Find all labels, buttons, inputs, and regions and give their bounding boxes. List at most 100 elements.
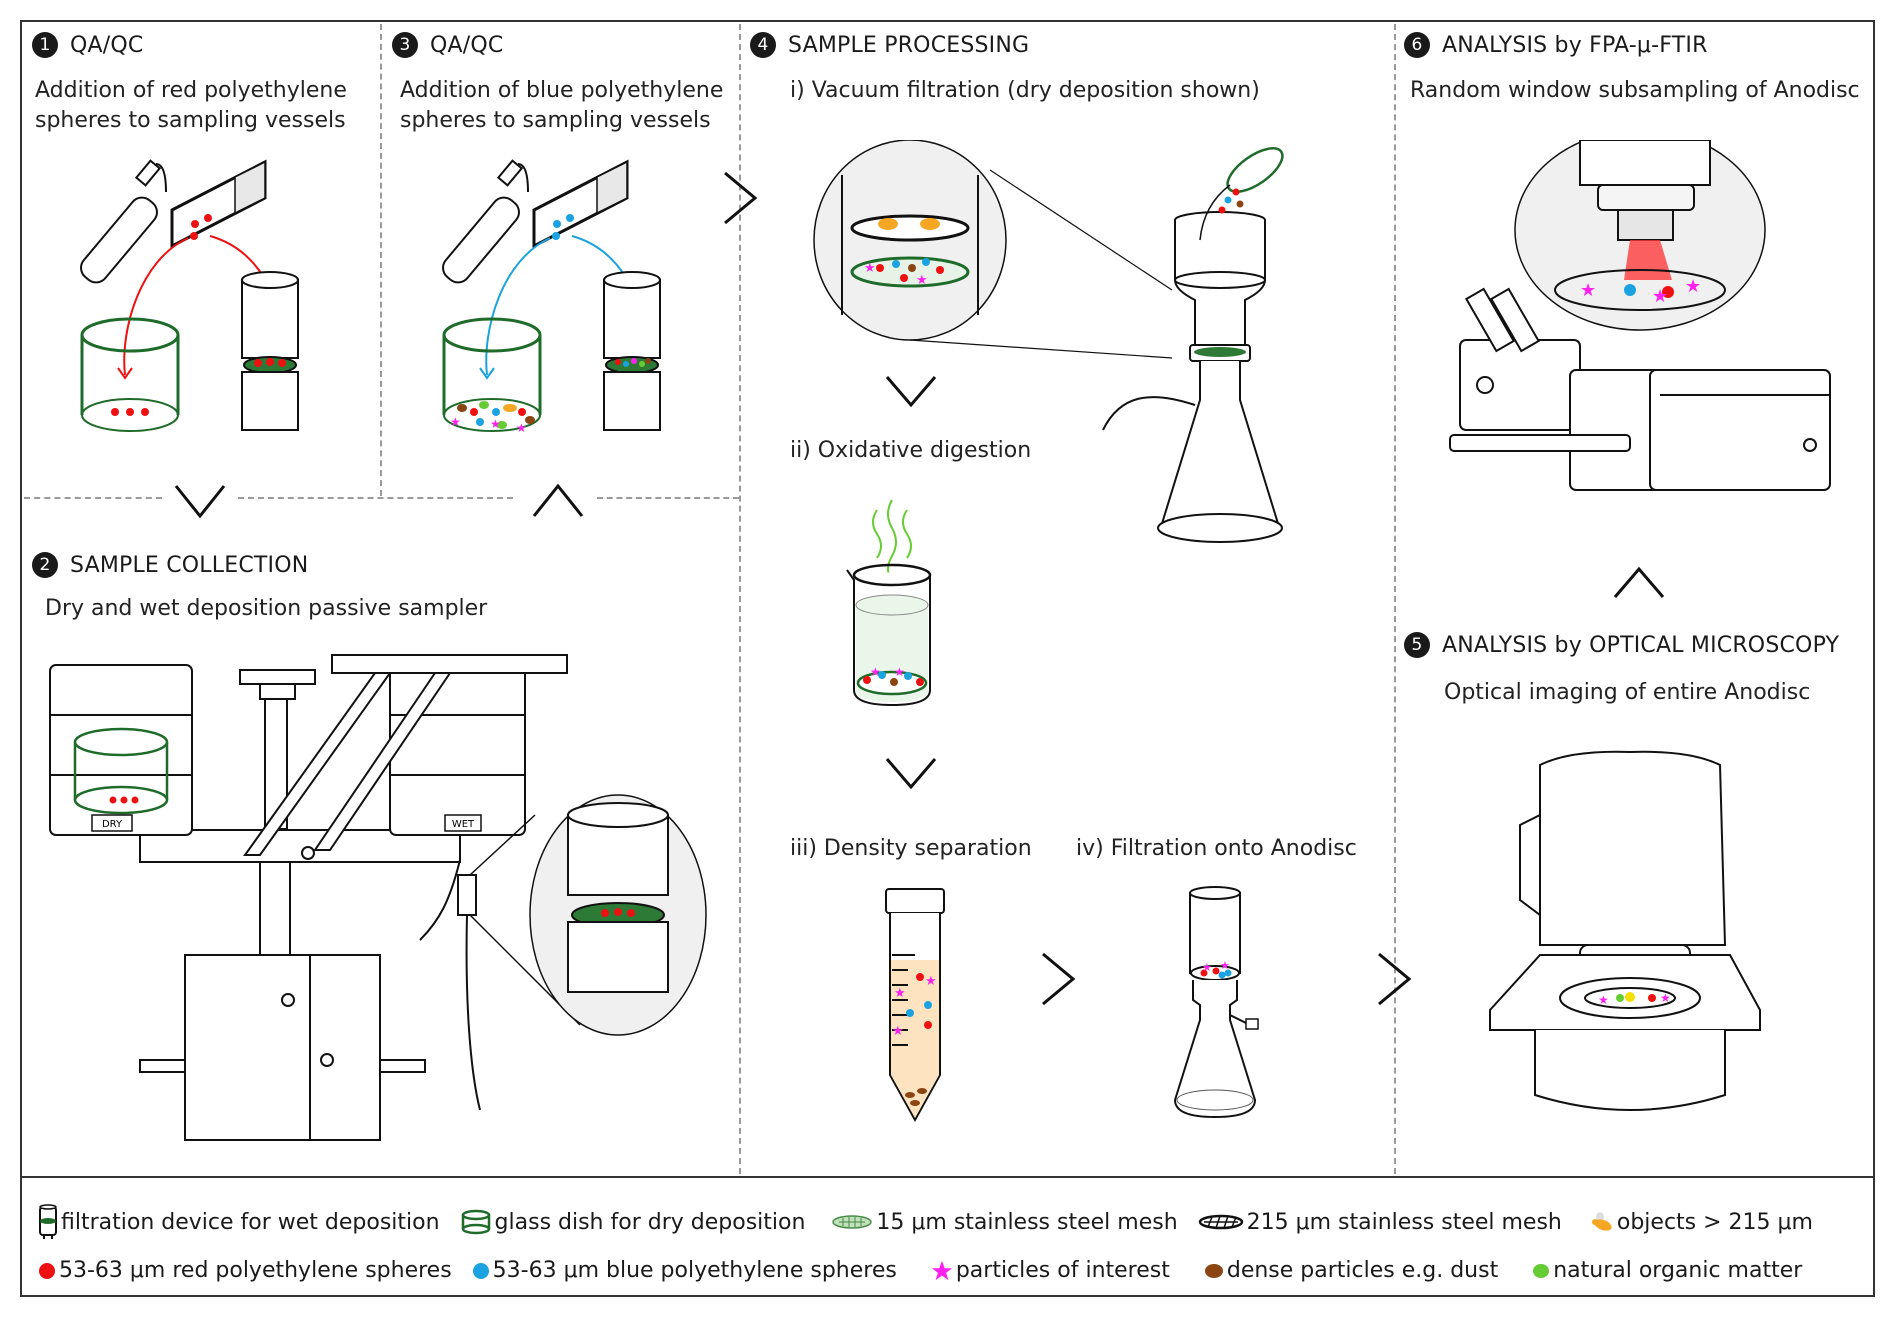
glass-dish-icon: [80, 317, 180, 432]
glass-dish-icon: [461, 1209, 490, 1235]
panel-3-title: QA/QC: [430, 32, 504, 58]
legend-row-2: 53-63 μm red polyethylene spheres 53-63 …: [38, 1258, 1822, 1283]
arrow-down-icon: [174, 485, 226, 519]
step-vacuum-filtration: i) Vacuum filtration (dry deposition sho…: [790, 78, 1260, 103]
panel-4-title: SAMPLE PROCESSING: [788, 32, 1030, 58]
divider-top-bottom-left-a: [24, 497, 162, 499]
step-oxidative-digestion: ii) Oxidative digestion: [790, 438, 1032, 463]
step-number-badge: 1: [32, 32, 58, 58]
lid-strut: [243, 672, 392, 856]
legend-label: 53-63 μm red polyethylene spheres: [59, 1258, 452, 1283]
svg-text:★: ★: [1580, 280, 1596, 301]
divider-p1-p3: [380, 24, 382, 496]
legend-item: 215 μm stainless steel mesh: [1198, 1210, 1562, 1235]
svg-text:★: ★: [925, 974, 937, 989]
blue-sphere-icon: [472, 1262, 489, 1279]
subtitle-line: spheres to sampling vessels: [35, 108, 346, 133]
legend-label: glass dish for dry deposition: [494, 1209, 806, 1235]
legend-label: 53-63 μm blue polyethylene spheres: [492, 1258, 897, 1283]
svg-text:★: ★: [1220, 959, 1230, 972]
legend-label: 215 μm stainless steel mesh: [1246, 1209, 1562, 1235]
panel-6-header: 6 ANALYSIS by FPA-μ-FTIR: [1404, 32, 1708, 58]
wet-label: WET: [452, 819, 475, 830]
legend-label: objects > 215 μm: [1616, 1209, 1813, 1235]
svg-text:★: ★: [1202, 961, 1212, 974]
panel-2-subtitle: Dry and wet deposition passive sampler: [45, 596, 488, 621]
vacuum-filtration-illustration: ★★: [813, 140, 1284, 543]
wet-bucket: [389, 664, 526, 836]
legend-item: 53-63 μm red polyethylene spheres: [38, 1258, 452, 1283]
star-icon: [931, 1260, 952, 1280]
arrow-right-icon: [1042, 952, 1076, 1006]
svg-text:★: ★: [1652, 286, 1668, 307]
divider-p3-p4: [739, 24, 741, 1174]
panel-1-title: QA/QC: [70, 32, 144, 58]
legend-item: dense particles e.g. dust: [1204, 1258, 1498, 1283]
step-filtration-anodisc: iv) Filtration onto Anodisc: [1076, 836, 1357, 861]
svg-text:★: ★: [516, 421, 527, 435]
divider-top-bottom-left-c: [597, 497, 739, 499]
panel-6-subtitle: Random window subsampling of Anodisc: [1410, 78, 1860, 103]
panel-2-header: 2 SAMPLE COLLECTION: [32, 552, 308, 578]
filtration-device-icon: [241, 271, 299, 431]
organic-matter-icon: [1533, 1263, 1550, 1278]
glass-dish-icon: [442, 317, 542, 432]
passive-sampler-illustration: DRY WET: [49, 654, 707, 1141]
ftir-instrument: [1449, 287, 1831, 491]
control-box: [184, 954, 381, 1141]
glass-dish-icon: [73, 727, 169, 815]
svg-text:★: ★: [870, 665, 881, 679]
svg-text:★: ★: [1660, 991, 1671, 1005]
legend-label: 15 μm stainless steel mesh: [876, 1209, 1178, 1235]
divider-p4-p6: [1394, 24, 1396, 1174]
legend-label: natural organic matter: [1553, 1258, 1803, 1283]
svg-text:★: ★: [894, 986, 906, 1001]
filter-funnel: [1157, 211, 1283, 543]
arrow-right-icon: [724, 171, 758, 225]
panel-5-subtitle: Optical imaging of entire Anodisc: [1444, 680, 1811, 705]
legend-item: objects > 215 μm: [1588, 1210, 1813, 1235]
lid-bar: [331, 654, 568, 674]
arrow-right-icon: [1378, 952, 1412, 1006]
legend-row-1: filtration device for wet deposition gla…: [38, 1204, 1833, 1240]
legend-item: 15 μm stainless steel mesh: [831, 1209, 1178, 1235]
microscope-base: [1534, 1030, 1726, 1111]
svg-text:★: ★: [450, 415, 461, 429]
svg-text:★: ★: [916, 273, 928, 288]
svg-text:★: ★: [1598, 993, 1609, 1007]
arrow-down-icon: [885, 758, 937, 790]
panel-5-title: ANALYSIS by OPTICAL MICROSCOPY: [1442, 632, 1840, 658]
dust-icon: [1204, 1263, 1223, 1278]
microscope-head: [1539, 750, 1727, 946]
density-separation-tube: ★ ★ ★: [885, 888, 945, 1123]
step-number-badge: 3: [392, 32, 418, 58]
subtitle-line: Addition of blue polyethylene: [400, 78, 724, 103]
oxidative-digestion-beaker: ★★: [846, 499, 932, 707]
svg-text:★: ★: [892, 1024, 904, 1039]
sensor-head: [239, 669, 316, 685]
anodisc-filtration-flask: ★★: [1173, 886, 1259, 1119]
arrow-up-icon: [1613, 566, 1665, 598]
svg-text:★: ★: [894, 665, 905, 679]
qaqc-blue-spheres-illustration: ★★★: [442, 159, 661, 435]
step-number-badge: 6: [1404, 32, 1430, 58]
legend-label: filtration device for wet deposition: [61, 1209, 440, 1235]
step-number-badge: 5: [1404, 632, 1430, 658]
collected-particles: ★★★: [450, 401, 535, 435]
legend-item: particles of interest: [931, 1258, 1170, 1283]
svg-text:★: ★: [864, 261, 876, 276]
large-object-icon: [1591, 1212, 1612, 1231]
panel-1-header: 1 QA/QC: [32, 32, 143, 58]
legend-label: particles of interest: [955, 1258, 1170, 1283]
mesh-zoom-callout: ★★: [813, 140, 1007, 341]
legend-item: 53-63 μm blue polyethylene spheres: [472, 1258, 897, 1283]
step-number-badge: 2: [32, 552, 58, 578]
legend-item: filtration device for wet deposition: [38, 1204, 440, 1240]
arrow-down-icon: [885, 376, 937, 408]
svg-text:★: ★: [1685, 276, 1701, 297]
panel-1-subtitle: Addition of red polyethylene spheres to …: [35, 76, 347, 136]
subtitle-line: Addition of red polyethylene: [35, 78, 347, 103]
qaqc-red-spheres-illustration: [80, 159, 299, 432]
optical-microscope-illustration: ★★: [1489, 750, 1761, 1111]
panel-4-header: 4 SAMPLE PROCESSING: [750, 32, 1029, 58]
